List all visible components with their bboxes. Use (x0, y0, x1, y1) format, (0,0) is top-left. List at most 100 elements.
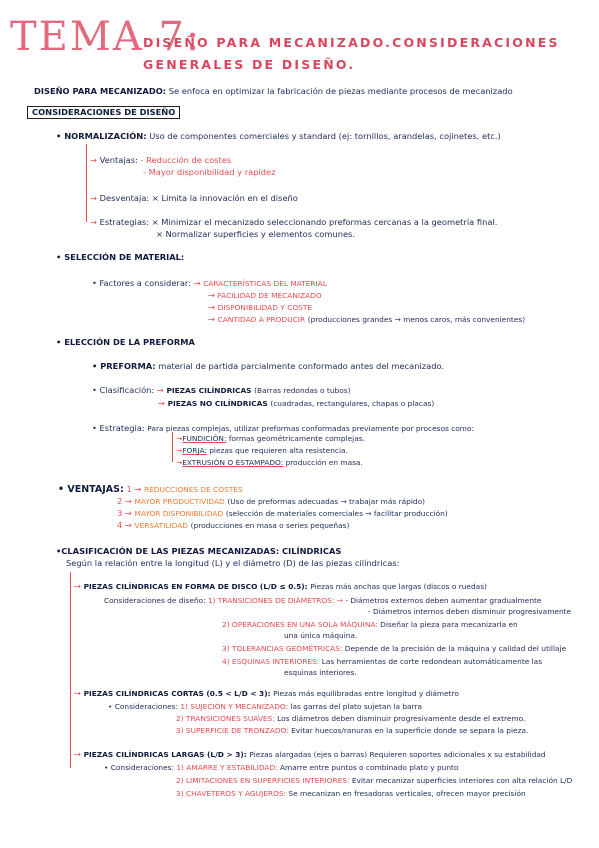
proceso-2-text: piezas que requieren alta resistencia. (209, 446, 348, 455)
largas-item-3-name: 3) CHAVETEROS Y AGUJEROS: (176, 789, 287, 798)
proceso-3-name: EXTRUSIÓN O ESTAMPADO: (182, 458, 284, 467)
disco-item-1-line: Consideraciones de diseño: 1) TRANSICION… (104, 596, 542, 605)
clasificacion-heading: •CLASIFICACIÓN DE LAS PIEZAS MECANIZADAS… (56, 546, 342, 556)
disco-item-2-name: 2) OPERACIONES EN UNA SOLA MÁQUINA: (222, 620, 378, 629)
cortas-text: Piezas más equilibradas entre longitud y… (273, 689, 459, 698)
preforma-line: • PREFORMA: material de partida parcialm… (92, 361, 444, 372)
eleccion-heading: • ELECCIÓN DE LA PREFORMA (56, 337, 195, 347)
proceso-2-name: FORJA: (182, 446, 207, 455)
disco-item-3-name: 3) TOLERANCIAS GEOMÉTRICAS: (222, 644, 343, 653)
largas-item-2-line: 2) LIMITACIONES EN SUPERFICIES INTERIORE… (176, 775, 572, 786)
proceso-1-text: formas geométricamente complejas. (228, 434, 365, 443)
ventaja-4-num: 4 → (117, 520, 132, 530)
tema-subtitle-line1: DISEÑO PARA MECANIZADO.CONSIDERACIONES (143, 35, 560, 50)
normalizacion-heading: • NORMALIZACIÓN: (56, 131, 147, 141)
proceso-3-text: producción en masa. (285, 458, 363, 467)
estrategia-item-1: × Minimizar el mecanizado seleccionando … (151, 217, 498, 227)
cortas-item-3-name: 3) SUPERFICIE DE TRONZADO: (176, 726, 289, 735)
factor-3: DISPONIBILIDAD Y COSTE (217, 303, 313, 312)
factor-3-line: → DISPONIBILIDAD Y COSTE (208, 302, 313, 312)
disco-item-4-line: 4) ESQUINAS INTERIORES: Las herramientas… (222, 656, 542, 667)
ventaja-3-num: 3 → (117, 508, 132, 518)
intro-text: Se enfoca en optimizar la fabricación de… (168, 86, 513, 96)
ventaja-3-name: MAYOR DISPONIBILIDAD (134, 509, 224, 518)
ventaja-item-1: - Reducción de costes (140, 155, 232, 165)
ventajas-block-1: • VENTAJAS: 1 → REDUCCIONES DE COSTES (58, 484, 243, 495)
clasif-1-detail: (Barras redondas o tubos) (254, 386, 351, 395)
ventaja-1-name: REDUCCIONES DE COSTES (143, 485, 243, 494)
disco-text: Piezas más anchas que largas (discos o r… (310, 582, 487, 591)
desventaja-text: × Limita la innovación en el diseño (151, 193, 298, 203)
proceso-2: →FORJA: piezas que requieren alta resist… (176, 446, 348, 455)
factor-4: CANTIDAD A PRODUCIR (217, 315, 306, 324)
ventaja-2-num: 2 → (117, 496, 132, 506)
seleccion-heading: • SELECCIÓN DE MATERIAL: (56, 252, 185, 262)
clasif-2-name: PIEZAS NO CILÍNDRICAS (167, 399, 268, 408)
ventaja-4-text: (producciones en masa o series pequeñas) (190, 521, 350, 530)
largas-text: Piezas alargadas (ejes o barras) Requier… (249, 750, 546, 759)
ventaja-1-num: 1 → (126, 484, 142, 494)
largas-item-2-text: Evitar mecanizar superficies interiores … (351, 776, 573, 785)
factor-2-line: → FACILIDAD DE MECANIZADO (208, 290, 322, 300)
cortas-item-3-line: 3) SUPERFICIE DE TRONZADO: Evitar huecos… (176, 725, 528, 736)
disco-label: Consideraciones de diseño: (104, 596, 206, 605)
factores-label: • Factores a considerar: (92, 278, 191, 288)
largas-line: → PIEZAS CILÍNDRICAS LARGAS (L/D > 3): P… (74, 749, 546, 759)
desventaja-line: → Desventaja: × Limita la innovación en … (90, 193, 298, 203)
disco-item-1-name: 1) TRANSICIONES DE DIÁMETROS: (207, 596, 335, 605)
proceso-1-name: FUNDICIÓN: (182, 434, 227, 443)
cortas-item-2-name: 2) TRANSICIONES SUAVES: (176, 714, 275, 723)
cantidad-note: (producciones grandes → menos caros, más… (307, 315, 526, 324)
ventajas-label: Ventajas: (99, 155, 138, 165)
clasificacion-intro: Según la relación entre la longitud (L) … (66, 558, 400, 568)
procesos-bracket (172, 432, 173, 462)
ventajas-block-4: 4 → VERSATILIDAD (producciones en masa o… (117, 520, 349, 531)
normalizacion-text: Uso de componentes comerciales y standar… (149, 131, 501, 141)
disco-line: → PIEZAS CILÍNDRICAS EN FORMA DE DISCO (… (74, 581, 487, 591)
disco-title: PIEZAS CILÍNDRICAS EN FORMA DE DISCO (L/… (83, 582, 308, 591)
clasificacion-bracket (70, 572, 71, 768)
largas-item-1-name: 1) AMARRE Y ESTABILIDAD: (176, 763, 278, 772)
ventajas-line: → Ventajas: - Reducción de costes (90, 155, 232, 165)
normalizacion-bracket (86, 144, 87, 222)
largas-item-1-line: • Consideraciones: 1) AMARRE Y ESTABILID… (104, 762, 458, 773)
proceso-3: →EXTRUSIÓN O ESTAMPADO: producción en ma… (176, 458, 363, 467)
ventajas-heading: • VENTAJAS: (58, 484, 124, 495)
ventaja-3-text: (selección de materiales comerciales → f… (225, 509, 448, 518)
ventajas-block-2: 2 → MAYOR PRODUCTIVIDAD (Uso de preforma… (117, 496, 425, 507)
ventaja-2-name: MAYOR PRODUCTIVIDAD (134, 497, 225, 506)
estrategias-line: → Estrategias: × Minimizar el mecanizado… (90, 217, 498, 227)
disco-item-4-text2: esquinas interiores. (284, 668, 357, 677)
cortas-item-1-name: 1) SUJECIÓN Y MECANIZADO: (180, 702, 289, 711)
ventaja-2-text: (Uso de preformas adecuadas → trabajar m… (227, 497, 426, 506)
ventaja-4-name: VERSATILIDAD (134, 521, 188, 530)
largas-title: PIEZAS CILÍNDRICAS LARGAS (L/D > 3): (83, 750, 247, 759)
disco-item-3-line: 3) TOLERANCIAS GEOMÉTRICAS: Depende de l… (222, 643, 566, 654)
cortas-item-1-text: las garras del plato sujetan la barra (290, 702, 423, 711)
preforma-text: material de partida parcialmente conform… (158, 361, 445, 371)
disco-item-1-sub-1: - Diámetros externos deben aumentar grad… (345, 596, 542, 605)
tema-title: TEMA 7: (10, 14, 202, 60)
disco-item-2-line: 2) OPERACIONES EN UNA SOLA MÁQUINA: Dise… (222, 619, 518, 630)
preforma-label: • PREFORMA: (92, 361, 156, 371)
tema-subtitle-line2: GENERALES DE DISEÑO. (143, 57, 356, 72)
ventaja-item-2: - Mayor disponibilidad y rapidez (143, 167, 276, 177)
clasif-2-detail: (cuadradas, rectangulares, chapas o plac… (270, 399, 435, 408)
cortas-item-1-line: • Consideraciones: 1) SUJECIÓN Y MECANIZ… (108, 701, 422, 712)
disco-item-2-text2: una única máquina. (284, 631, 358, 640)
section-box: CONSIDERACIONES DE DISEÑO (27, 106, 181, 119)
largas-item-3-line: 3) CHAVETEROS Y AGUJEROS: Se mecanizan e… (176, 788, 526, 799)
factores-line: • Factores a considerar: → CARACTERÍSTIC… (92, 278, 327, 288)
largas-item-2-name: 2) LIMITACIONES EN SUPERFICIES INTERIORE… (176, 776, 350, 785)
largas-item-1-text: Amarre entre puntos o combinado plato y … (280, 763, 459, 772)
cortas-label: • Consideraciones: (108, 702, 178, 711)
cortas-title: PIEZAS CILÍNDRICAS CORTAS (0.5 < L/D < 3… (83, 689, 271, 698)
disco-item-3-text: Depende de la precisión de la máquina y … (344, 644, 567, 653)
disco-item-4-text: Las herramientas de corte redondean auto… (321, 657, 543, 666)
desventaja-label: Desventaja: (99, 193, 150, 203)
clasif-label: • Clasificación: (92, 385, 155, 395)
proceso-1: →FUNDICIÓN: formas geométricamente compl… (176, 434, 365, 443)
disco-item-4-name: 4) ESQUINAS INTERIORES: (222, 657, 320, 666)
estrategias-label: Estrategias: (99, 217, 150, 227)
